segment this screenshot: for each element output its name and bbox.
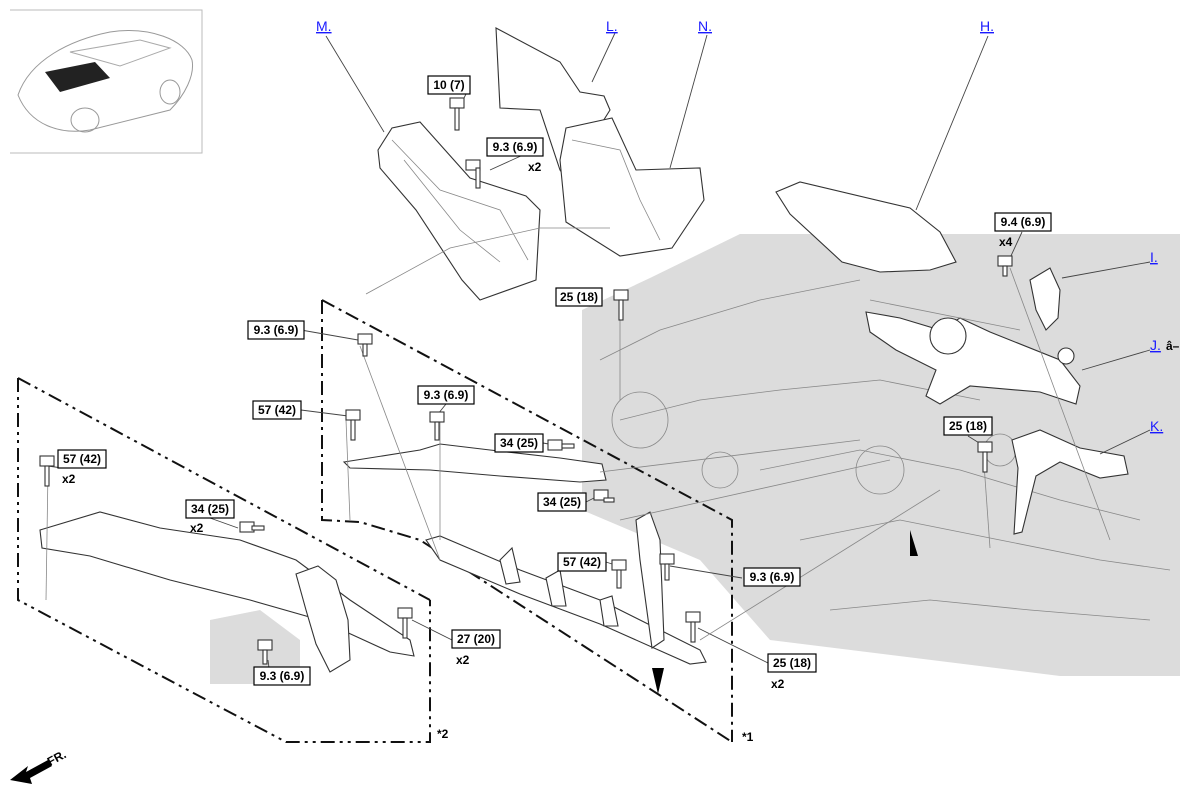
bolt <box>685 611 701 643</box>
svg-text:9.3 (6.9): 9.3 (6.9) <box>750 570 795 584</box>
callout-c5: 9.3 (6.9) <box>417 385 475 405</box>
svg-text:x4: x4 <box>999 235 1013 249</box>
sub-assembly-2-outline <box>17 377 431 743</box>
front-arrow-icon: FR. <box>10 747 68 784</box>
svg-text:34 (25): 34 (25) <box>543 495 581 509</box>
svg-text:9.3 (6.9): 9.3 (6.9) <box>424 388 469 402</box>
link-n[interactable]: N. <box>698 18 712 34</box>
svg-text:x2: x2 <box>528 160 542 174</box>
bolt <box>611 559 627 589</box>
callout-c4: 9.3 (6.9) <box>247 320 305 340</box>
bolts <box>39 97 1013 665</box>
callout-c3: 25 (18) <box>555 287 603 307</box>
car-thumbnail <box>10 9 203 154</box>
svg-text:x2: x2 <box>456 653 470 667</box>
part-n-cowl-panel <box>559 34 708 257</box>
marker-star-1: *1 <box>742 730 754 744</box>
callout-c1: 10 (7) <box>427 75 471 95</box>
svg-text:9.4 (6.9): 9.4 (6.9) <box>1001 215 1046 229</box>
svg-text:25 (18): 25 (18) <box>949 419 987 433</box>
svg-text:x2: x2 <box>771 677 785 691</box>
callout-c14: 27 (20) x2 <box>451 629 501 667</box>
svg-text:x2: x2 <box>62 472 76 486</box>
svg-text:25 (18): 25 (18) <box>773 656 811 670</box>
svg-text:9.3 (6.9): 9.3 (6.9) <box>254 323 299 337</box>
part-m-cowl-side-panel <box>325 35 541 301</box>
bolt <box>977 441 993 473</box>
callout-c13: 34 (25) x2 <box>185 499 235 535</box>
bolt <box>593 489 615 503</box>
sub-assembly-1-outline <box>321 299 733 743</box>
bolt <box>997 255 1013 277</box>
link-m[interactable]: M. <box>316 18 332 34</box>
callout-c12: 57 (42) x2 <box>57 449 107 486</box>
bolt <box>397 607 413 639</box>
locator-markers <box>652 530 918 694</box>
svg-text:10 (7): 10 (7) <box>433 78 464 92</box>
svg-text:27 (20): 27 (20) <box>457 632 495 646</box>
bolt <box>449 97 465 131</box>
part-k-bracket <box>1011 429 1151 535</box>
bolt <box>547 439 575 451</box>
link-l[interactable]: L. <box>606 18 618 34</box>
part-h-cowl-cover <box>775 35 989 273</box>
link-j-suffix: â– <box>1166 339 1180 353</box>
callout-c17: 25 (18) <box>943 416 993 436</box>
callout-c11: 25 (18) x2 <box>767 653 817 691</box>
lower-cowl-brace <box>39 511 415 684</box>
svg-text:25 (18): 25 (18) <box>560 290 598 304</box>
callout-c6: 57 (42) <box>252 400 302 420</box>
callout-c16: 9.4 (6.9) x4 <box>994 212 1052 249</box>
cowl-top-brace <box>342 443 707 665</box>
callout-c9: 57 (42) <box>557 552 607 572</box>
svg-text:57 (42): 57 (42) <box>258 403 296 417</box>
svg-text:9.3 (6.9): 9.3 (6.9) <box>260 669 305 683</box>
svg-text:34 (25): 34 (25) <box>191 502 229 516</box>
link-i[interactable]: I. <box>1150 249 1158 265</box>
bolt <box>429 411 445 441</box>
link-k[interactable]: K. <box>1150 418 1163 434</box>
bolt <box>257 639 273 665</box>
bolt <box>357 333 373 357</box>
callout-c7: 34 (25) <box>494 433 544 453</box>
callout-c10: 9.3 (6.9) <box>743 567 801 587</box>
bolt <box>39 455 55 487</box>
link-h[interactable]: H. <box>980 18 994 34</box>
bolt <box>345 409 361 441</box>
svg-text:34 (25): 34 (25) <box>500 436 538 450</box>
bolt <box>659 553 675 581</box>
callout-c8: 34 (25) <box>537 492 587 512</box>
svg-text:57 (42): 57 (42) <box>563 555 601 569</box>
svg-text:57 (42): 57 (42) <box>63 452 101 466</box>
part-i-wiper-pivot-cap <box>1029 261 1151 331</box>
svg-text:x2: x2 <box>190 521 204 535</box>
callout-c15: 9.3 (6.9) <box>253 666 311 686</box>
link-j[interactable]: J. <box>1150 337 1161 353</box>
bolt <box>239 521 265 533</box>
svg-text:9.3 (6.9): 9.3 (6.9) <box>493 140 538 154</box>
bolt <box>613 289 629 321</box>
callout-c2: 9.3 (6.9) x2 <box>486 137 544 174</box>
marker-star-2: *2 <box>437 727 449 741</box>
bolt <box>465 159 481 189</box>
